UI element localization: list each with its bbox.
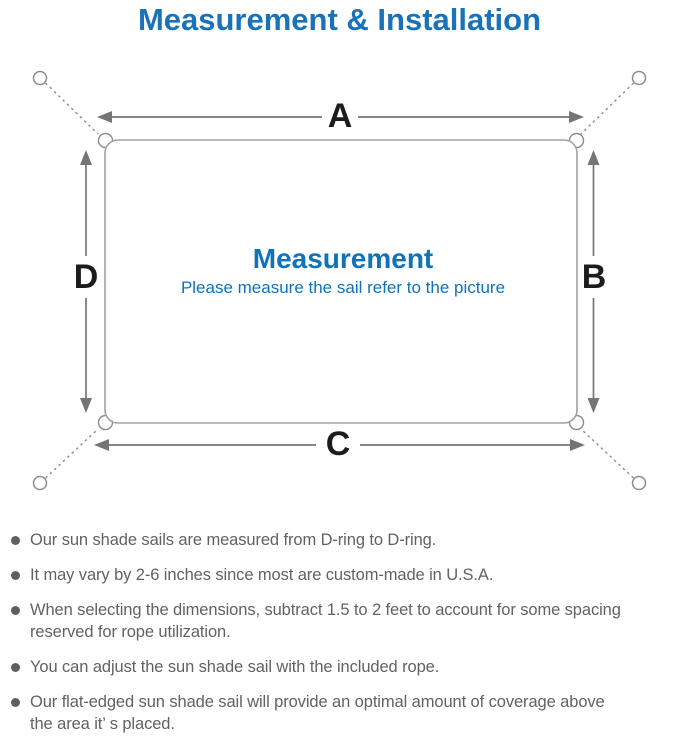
sail-outline	[104, 139, 578, 424]
bullet-dot-icon	[11, 571, 20, 580]
list-item: Our sun shade sails are measured from D-…	[11, 529, 675, 551]
bullet-dot-icon	[11, 536, 20, 545]
dimension-label-c: C	[325, 425, 351, 463]
note-text: You can adjust the sun shade sail with t…	[30, 658, 440, 676]
dimension-label-d: D	[73, 258, 99, 296]
measurement-subheading: Please measure the sail refer to the pic…	[180, 278, 506, 297]
note-text: It may vary by 2-6 inches since most are…	[30, 566, 494, 584]
list-item: Our flat-edged sun shade sail will provi…	[11, 691, 675, 735]
list-item: When selecting the dimensions, subtract …	[11, 599, 675, 643]
anchor-point-circle	[32, 70, 48, 86]
notes-list: Our sun shade sails are measured from D-…	[11, 529, 675, 739]
rope-dashed-line	[580, 428, 634, 479]
dimension-label-a: A	[327, 97, 353, 135]
anchor-point-circle	[631, 475, 647, 491]
sail-measurement-diagram	[32, 70, 647, 491]
list-item: It may vary by 2-6 inches since most are…	[11, 564, 675, 586]
bullet-dot-icon	[11, 663, 20, 672]
anchor-point-circle	[32, 475, 48, 491]
note-text: Our sun shade sails are measured from D-…	[30, 531, 437, 549]
list-item: You can adjust the sun shade sail with t…	[11, 656, 675, 678]
rope-dashed-line	[45, 82, 99, 135]
rope-dashed-line	[45, 428, 99, 479]
bullet-dot-icon	[11, 606, 20, 615]
dimension-label-b: B	[581, 258, 607, 296]
measurement-heading: Measurement	[252, 243, 434, 274]
note-text: When selecting the dimensions, subtract …	[30, 601, 621, 641]
anchor-point-circle	[631, 70, 647, 86]
page-title: Measurement & Installation	[137, 2, 542, 37]
note-text: Our flat-edged sun shade sail will provi…	[30, 693, 605, 733]
bullet-dot-icon	[11, 698, 20, 707]
rope-dashed-line	[580, 82, 634, 135]
